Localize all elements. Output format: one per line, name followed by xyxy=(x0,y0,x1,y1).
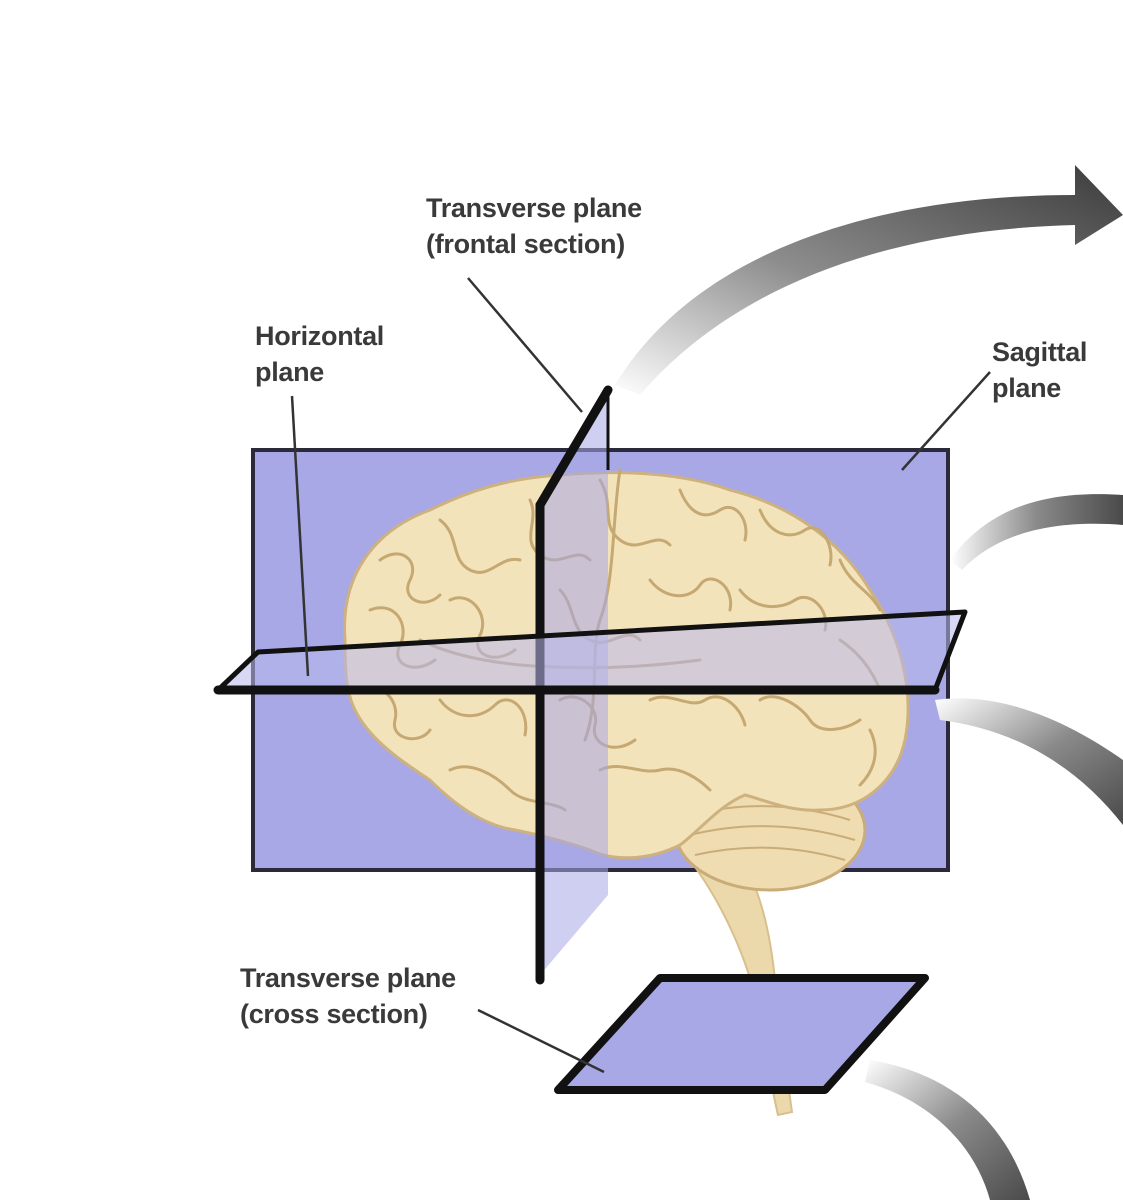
cross-section-plane xyxy=(554,974,929,1094)
arrow-bottom xyxy=(865,1060,1030,1200)
label-transverse-cross-line2: (cross section) xyxy=(240,999,428,1029)
label-transverse-frontal-line2: (frontal section) xyxy=(426,229,625,259)
label-horizontal-line2: plane xyxy=(255,357,325,387)
leader-line-horizontal xyxy=(290,395,310,677)
label-horizontal: Horizontal plane xyxy=(255,318,384,390)
label-transverse-frontal-line1: Transverse plane xyxy=(426,193,642,223)
leader-line-cross-section xyxy=(477,1008,605,1074)
arrow-top xyxy=(615,165,1123,395)
label-transverse-cross-line1: Transverse plane xyxy=(240,963,456,993)
label-sagittal-line1: Sagittal xyxy=(992,337,1088,367)
leader-line-frontal xyxy=(467,277,583,413)
label-transverse-frontal: Transverse plane (frontal section) xyxy=(426,190,642,262)
label-horizontal-line1: Horizontal xyxy=(255,321,384,351)
arrow-upper-middle xyxy=(950,494,1123,570)
label-sagittal-line2: plane xyxy=(992,373,1062,403)
label-sagittal: Sagittal plane xyxy=(992,334,1087,406)
leader-line-sagittal xyxy=(901,371,991,471)
label-transverse-cross: Transverse plane (cross section) xyxy=(240,960,456,1032)
arrow-lower-middle xyxy=(935,698,1123,825)
